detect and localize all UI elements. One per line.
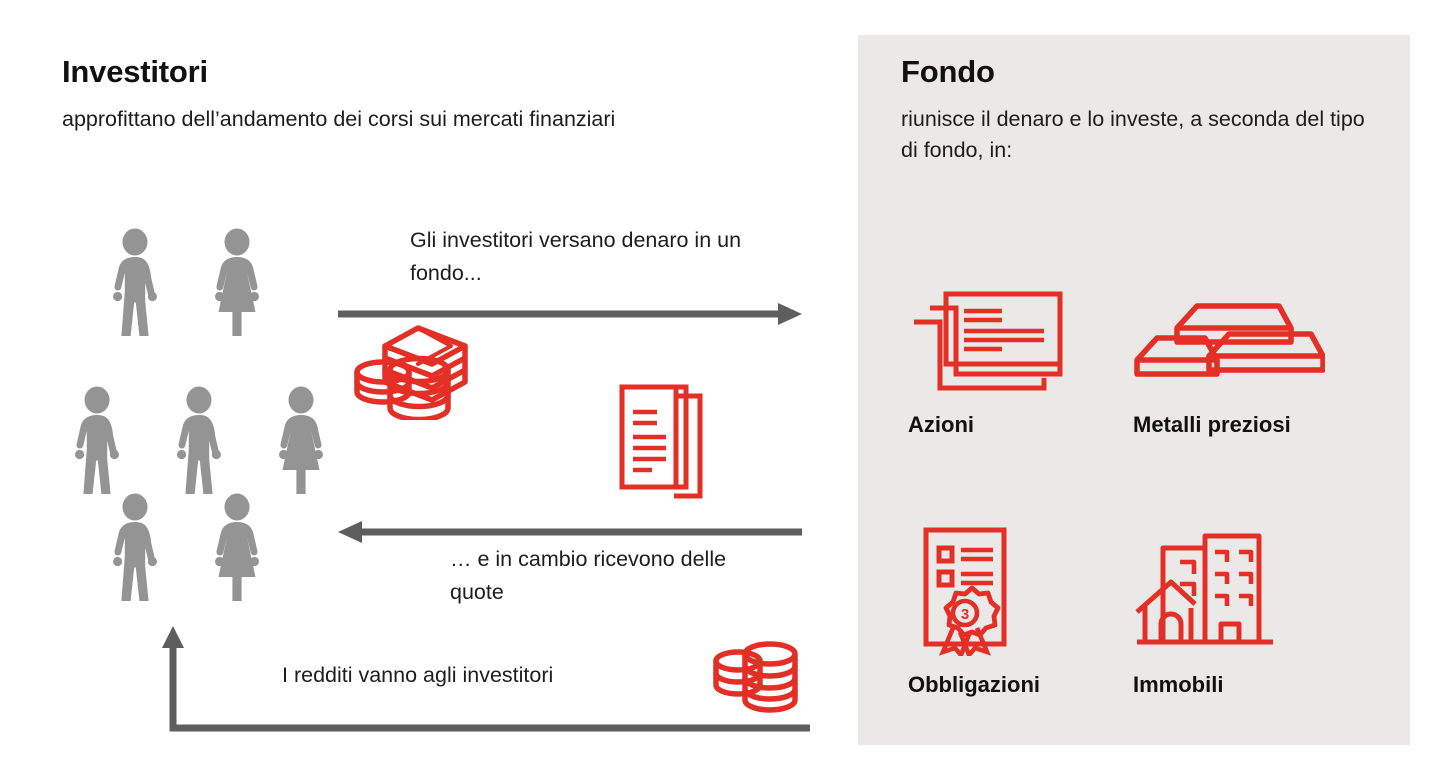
- fund-subtitle: riunisce il denaro e lo investe, a secon…: [901, 107, 1365, 162]
- arrow-income-left-up: [162, 626, 810, 732]
- bond-certificate-icon: 3: [923, 527, 1007, 656]
- asset-label-metalli-preziosi: Metalli preziosi: [1133, 412, 1291, 437]
- flow-label-shares: … e in cambio ricevono delle quote: [450, 547, 727, 604]
- investor-group-row-3: [100, 493, 272, 603]
- asset-obbligazioni[interactable]: 3 Obbligazioni: [908, 527, 1138, 698]
- asset-art: [908, 278, 1138, 396]
- investor-group-row-2: [62, 386, 336, 496]
- person-female-icon: [215, 493, 259, 601]
- investors-subtitle: approfittano dell’andamento dei corsi su…: [62, 107, 616, 131]
- asset-immobili[interactable]: Immobili: [1133, 533, 1363, 698]
- flow-label-income: I redditi vanno agli investitori: [282, 663, 554, 687]
- asset-art: [1133, 533, 1363, 656]
- coin-stack-icon: [713, 641, 798, 713]
- person-male-icon: [75, 386, 119, 494]
- person-female-icon: [279, 386, 323, 494]
- arrow-shares-left: [338, 521, 802, 543]
- asset-label-immobili: Immobili: [1133, 672, 1224, 697]
- person-male-icon: [113, 493, 157, 601]
- asset-art: 3: [908, 527, 1138, 656]
- asset-metalli-preziosi[interactable]: Metalli preziosi: [1133, 278, 1363, 438]
- gold-bars-icon: [1134, 303, 1325, 377]
- flow-label-deposit: Gli investitori versano denaro in un fon…: [410, 228, 742, 285]
- investor-group-row-1: [100, 228, 272, 338]
- investors-title: Investitori: [62, 54, 208, 89]
- person-male-icon: [177, 386, 221, 494]
- money-stack-icon: [354, 325, 468, 420]
- person-female-icon: [215, 228, 259, 336]
- buildings-icon: [1135, 533, 1273, 645]
- arrow-deposit-right: [338, 303, 802, 325]
- asset-label-obbligazioni: Obbligazioni: [908, 672, 1040, 697]
- asset-label-azioni: Azioni: [908, 412, 974, 437]
- stacked-cards-icon: [914, 291, 1063, 391]
- person-male-icon: [113, 228, 157, 336]
- share-papers-icon: [619, 384, 703, 499]
- asset-azioni[interactable]: Azioni: [908, 278, 1138, 438]
- fund-title: Fondo: [901, 54, 995, 89]
- seal-number: 3: [961, 606, 969, 623]
- asset-art: [1133, 278, 1363, 396]
